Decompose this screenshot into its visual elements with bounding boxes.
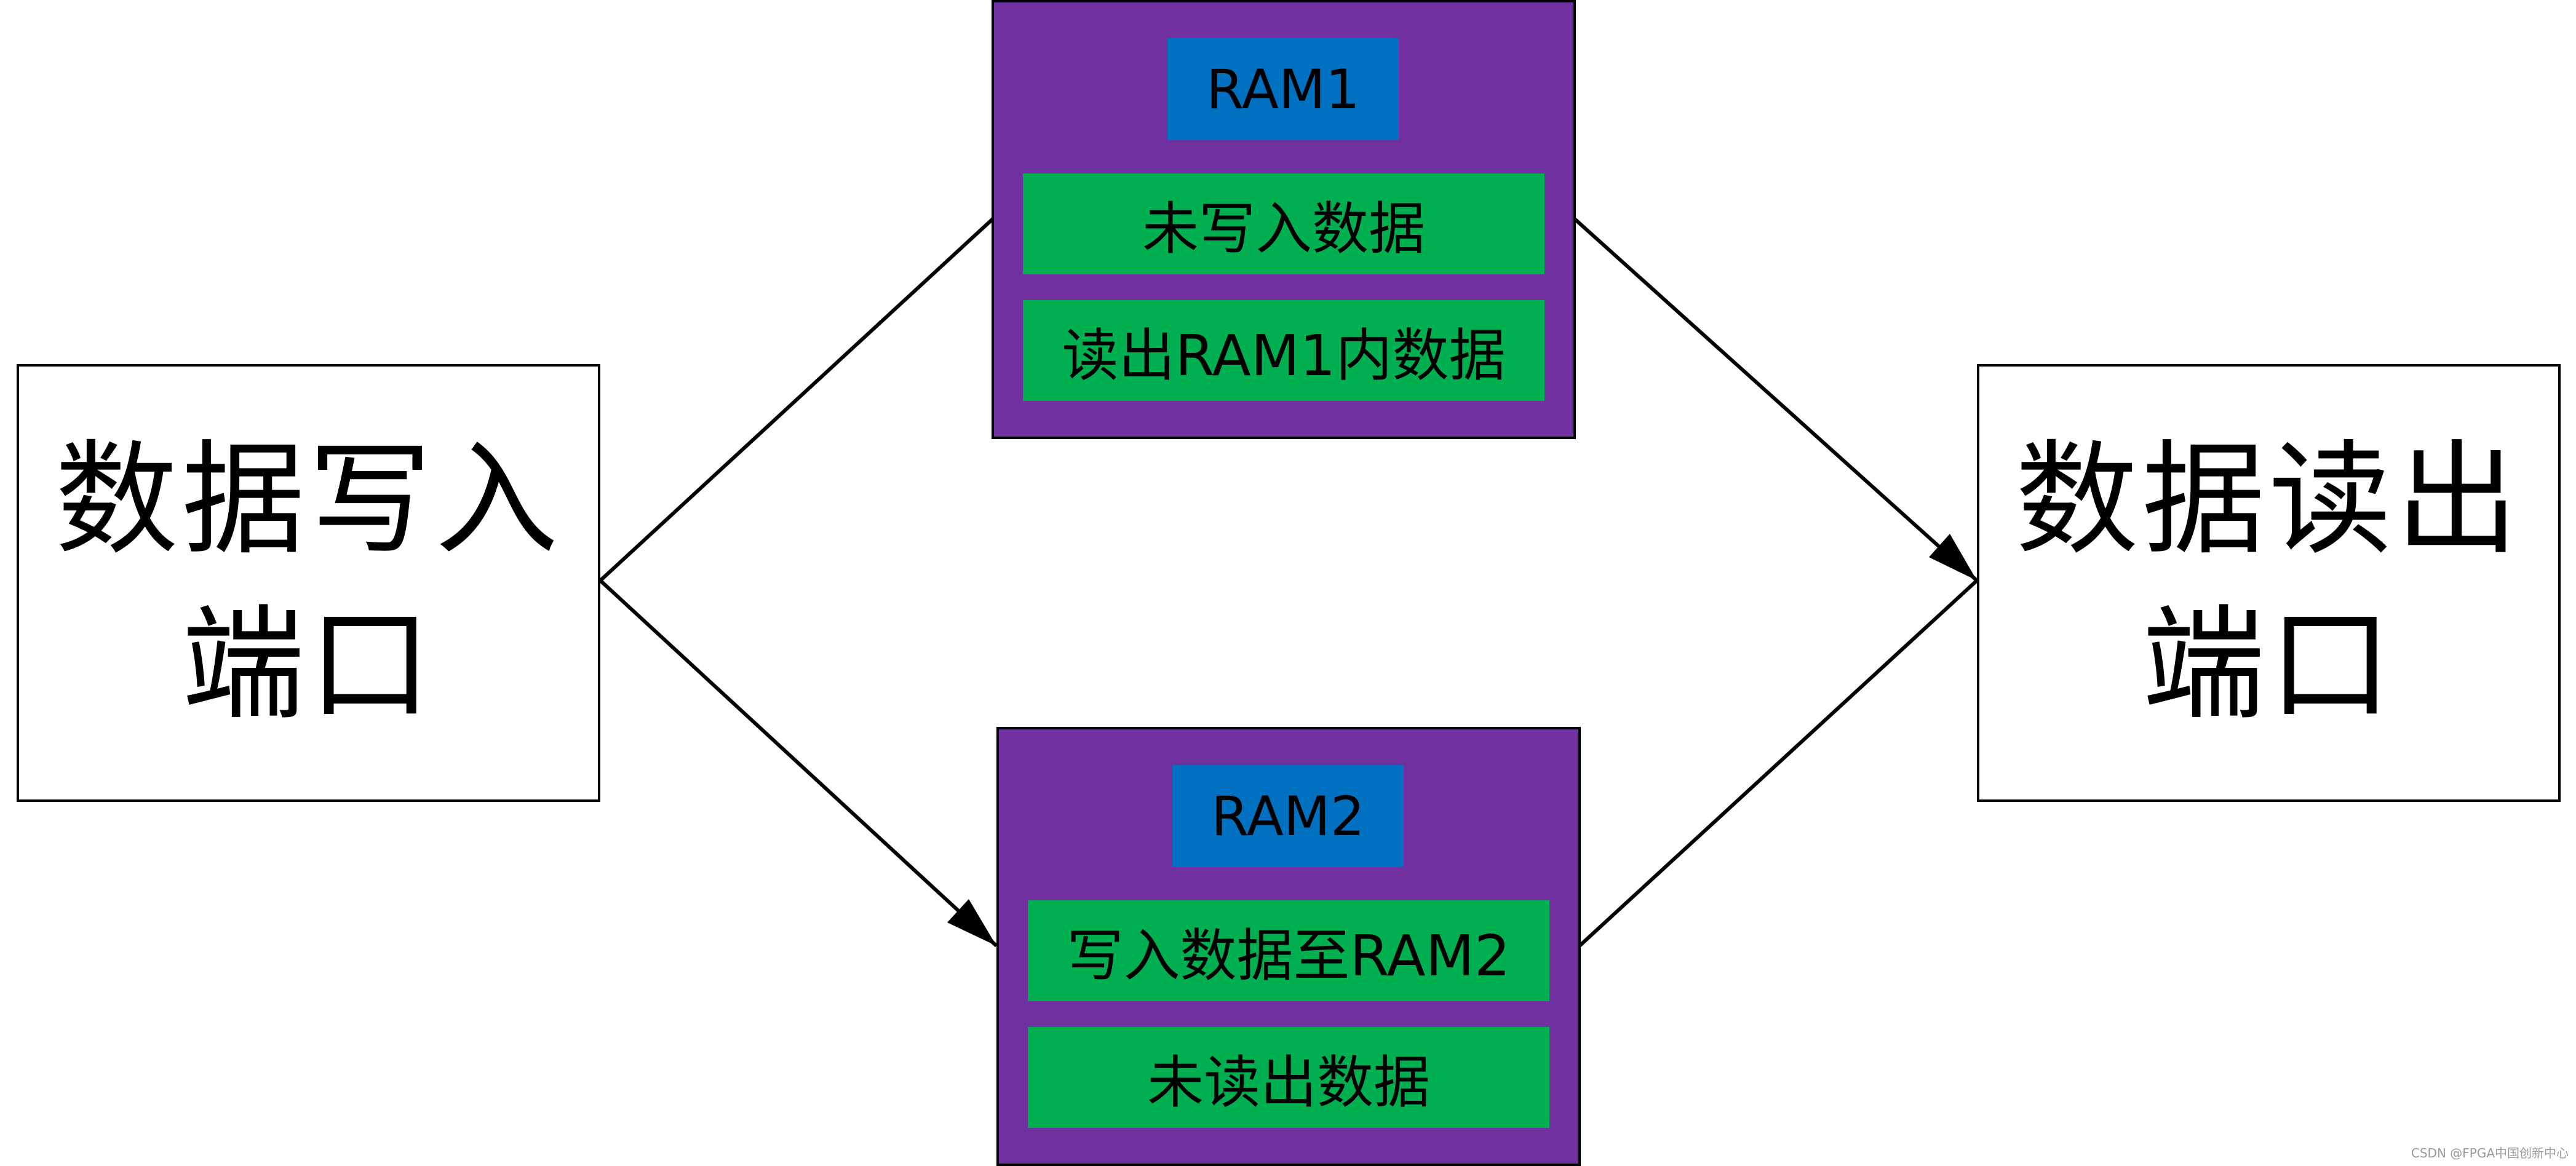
arrowhead-ram2 bbox=[947, 899, 996, 946]
write-port-label: 数据写入 端口 bbox=[55, 429, 562, 737]
ram2-row-write-in: 写入数据至RAM2 bbox=[1028, 900, 1549, 1001]
ram2-title: RAM2 bbox=[1172, 765, 1404, 867]
arrowhead-read-port bbox=[1929, 534, 1977, 581]
read-port-label: 数据读出 端口 bbox=[2015, 429, 2522, 737]
arrow-write-to-ram2 bbox=[598, 579, 998, 948]
read-port-box: 数据读出 端口 bbox=[1977, 364, 2561, 802]
write-port-box: 数据写入 端口 bbox=[17, 364, 600, 802]
watermark: CSDN @FPGA中国创新中心 bbox=[2411, 1146, 2569, 1160]
ram1-row-unwritten: 未写入数据 bbox=[1023, 173, 1544, 274]
ram2-row-not-read: 未读出数据 bbox=[1028, 1027, 1549, 1128]
ram1-title: RAM1 bbox=[1167, 38, 1399, 140]
ram1-row-read-out: 读出RAM1内数据 bbox=[1023, 300, 1544, 401]
connector-ram2-to-read bbox=[1578, 579, 1979, 948]
connector-write-to-ram1 bbox=[598, 217, 995, 582]
arrow-ram1-to-read bbox=[1573, 217, 1979, 582]
